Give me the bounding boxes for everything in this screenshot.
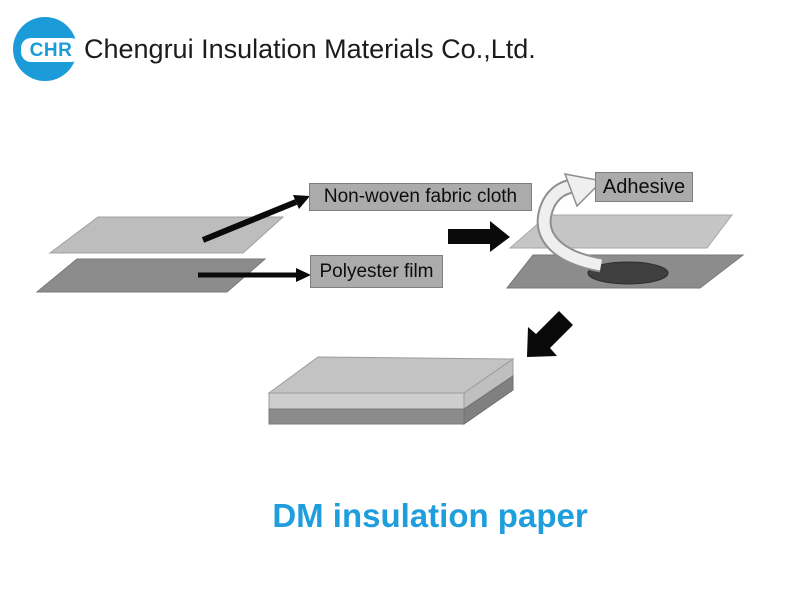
laminated-board-shape [267,356,515,425]
adhesive-spot-shape [587,261,669,285]
board-front-upper-layer [268,392,465,410]
arrow-head [293,195,310,209]
board-side-lower-layer [463,375,514,425]
curved-arrow-body [538,180,603,271]
chr-logo-badge: CHR [21,38,81,62]
label-adhesive: Adhesive [595,172,693,202]
label-polyester-film: Polyester film [310,255,443,288]
fabric-sheet-top-shape [508,214,734,249]
arrow-down-left-icon [527,311,573,357]
arrow-head [296,268,311,282]
caption-dm-insulation-paper: DM insulation paper [272,497,588,534]
arrow-right-icon [448,221,510,252]
company-name: Chengrui Insulation Materials Co.,Ltd. [84,34,536,64]
arrow-line [201,199,298,243]
chr-logo-text: CHR [29,39,73,61]
arrow-to-film-label-icon [198,268,311,282]
polyester-film-sheet-shape [35,258,267,293]
label-non-woven-fabric-cloth: Non-woven fabric cloth [309,183,532,211]
curved-arrow-head [563,173,604,208]
non-woven-fabric-sheet-shape [48,216,285,254]
arrow-to-fabric-label-icon [201,195,310,243]
curved-arrow-icon [536,173,604,273]
board-front-lower-layer [268,408,465,425]
